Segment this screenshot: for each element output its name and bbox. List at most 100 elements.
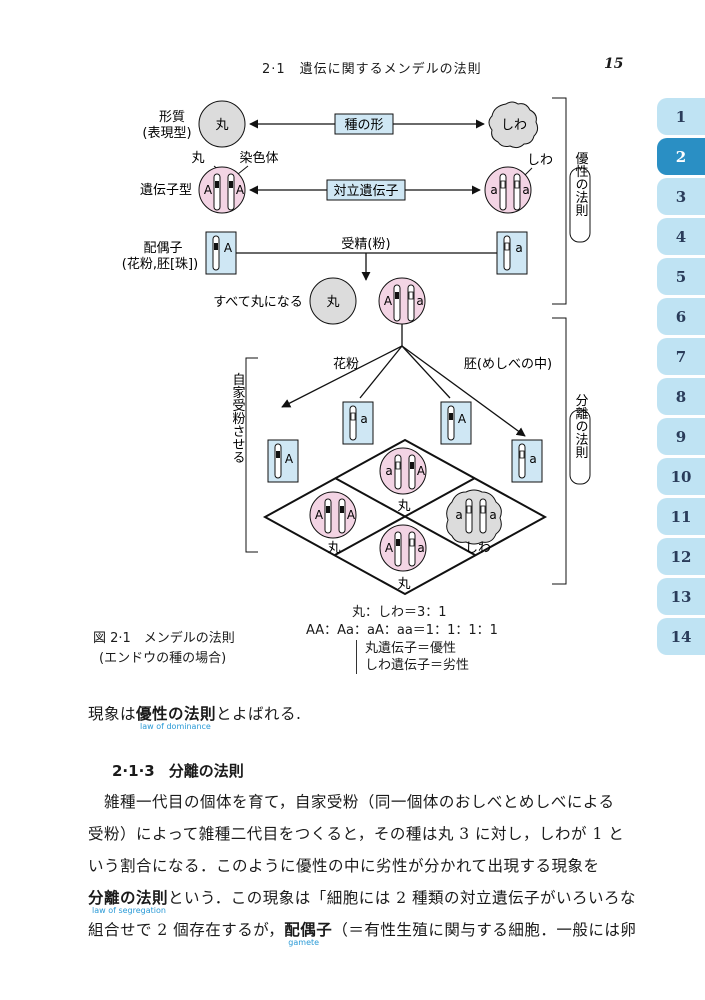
wrinkled-seed (488, 101, 539, 149)
round-seed (198, 100, 246, 148)
embryo-gamete-a (511, 439, 543, 483)
allele: A (224, 241, 233, 255)
all-round-label: すべて丸になる (213, 295, 303, 310)
pollen-label: 花粉 (333, 356, 359, 372)
allele-pair-label: 対立遺伝子 (333, 184, 398, 199)
running-head: 2·1 遺伝に関するメンデルの法則 (262, 62, 482, 77)
allele: A (385, 541, 394, 555)
segregation-law-vertical: 分離の法則 (573, 394, 589, 460)
wrinkled-seed-label: しわ (501, 118, 527, 133)
allele: A (236, 183, 245, 197)
ratio-genotype: AA：Aa：aA：aa＝1：1：1：1 (306, 623, 498, 638)
label-phenotype: 形質 (159, 110, 185, 125)
chapter-tab-10[interactable]: 10 (657, 458, 705, 495)
embryo-gamete-A (440, 401, 472, 445)
chapter-tab-12[interactable]: 12 (657, 538, 705, 575)
section-number: 2·1·3 (112, 762, 155, 780)
f2-wrinkled-label: しわ (465, 541, 491, 556)
chapter-tab-5[interactable]: 5 (657, 258, 705, 295)
paragraph-line: 雑種一代目の個体を育て，自家受粉（同一個体のおしべとめしべによる (88, 793, 615, 811)
allele: a (529, 452, 536, 466)
chapter-tab-13[interactable]: 13 (657, 578, 705, 615)
pollen-gamete-A (267, 439, 299, 483)
term-segregation-en: law of segregation (92, 906, 166, 915)
allele: A (384, 294, 393, 308)
label-phenotype-sub: (表現型) (142, 126, 191, 141)
dominance-legend: 丸遺伝子＝優性 しわ遺伝子＝劣性 (356, 640, 469, 674)
paragraph-line: 受粉）によって雑種二代目をつくると，その種は丸 3 に対し，しわが 1 と (88, 825, 625, 843)
chromosome-label: 染色体 (239, 150, 278, 166)
text: 組合せで 2 個存在するが， (88, 921, 285, 939)
chapter-tab-9[interactable]: 9 (657, 418, 705, 455)
f2-round-label: 丸 (327, 541, 340, 556)
allele: A (315, 508, 324, 522)
f1-round-label: 丸 (326, 295, 339, 310)
text: とよばれる. (216, 705, 302, 723)
chapter-tab-11[interactable]: 11 (657, 498, 705, 535)
f2-round-label: 丸 (397, 577, 410, 592)
allele: a (490, 183, 497, 197)
ratio-block: 丸：しわ＝3：1 AA：Aa：aA：aa＝1：1：1：1 (306, 604, 498, 640)
caption-title: 図 2·1 メンデルの法則 (93, 631, 235, 646)
round-seed-label: 丸 (215, 118, 228, 133)
chapter-tab-14[interactable]: 14 (657, 618, 705, 655)
allele: a (522, 183, 529, 197)
text: （＝有性生殖に関与する細胞．一般には卵 (332, 921, 637, 939)
chapter-tab-6[interactable]: 6 (657, 298, 705, 335)
allele: a (385, 464, 392, 478)
allele: A (347, 508, 356, 522)
mendel-figure: 形質 (表現型) 遺伝子型 配偶子 (花粉,胚[珠]) 丸 しわ 種の形 丸 染… (122, 97, 591, 596)
caption-subtitle: (エンドウの種の場合) (99, 651, 227, 666)
seed-shape-label: 種の形 (344, 117, 383, 133)
section-heading: 2·1·3 分離の法則 (112, 760, 244, 781)
paragraph-line: いう割合になる．このように優性の中に劣性が分かれて出現する現象を (88, 857, 600, 875)
allele: A (204, 183, 213, 197)
legend-recessive: しわ遺伝子＝劣性 (365, 658, 470, 673)
label-genotype: 遺伝子型 (140, 183, 192, 198)
allele: A (458, 412, 467, 426)
allele: a (489, 508, 496, 522)
dominance-law-vertical: 優性の法則 (573, 152, 589, 218)
fertilization-label: 受精(粉) (341, 237, 390, 252)
chapter-tab-2[interactable]: 2 (657, 138, 705, 175)
self-pollination-vertical: 自家受粉させる (230, 373, 246, 464)
label-gamete: 配偶子 (143, 241, 182, 256)
embryo-label: 胚(めしべの中) (464, 357, 552, 372)
pollen-gamete-a (342, 401, 374, 445)
gamete-a (496, 231, 528, 275)
round-label-top: 丸 (191, 151, 204, 166)
chapter-tab-7[interactable]: 7 (657, 338, 705, 375)
chapter-tab-4[interactable]: 4 (657, 218, 705, 255)
section-title: 分離の法則 (168, 762, 244, 780)
page-number: 15 (604, 56, 624, 72)
wrinkled-label-top: しわ (527, 153, 553, 168)
text: 現象は (88, 705, 137, 723)
f2-aa-wrinkled-cell (446, 489, 502, 545)
chapter-tab-1[interactable]: 1 (657, 98, 705, 135)
chapter-tab-8[interactable]: 8 (657, 378, 705, 415)
allele: a (360, 412, 367, 426)
allele: A (417, 464, 426, 478)
ratio-phenotype: 丸：しわ＝3：1 (352, 605, 447, 620)
term-gamete-en: gamete (288, 938, 320, 947)
gamete-A (205, 231, 237, 275)
allele: a (515, 241, 522, 255)
label-gamete-sub: (花粉,胚[珠]) (122, 256, 198, 272)
allele: a (455, 508, 462, 522)
text: という．この現象は「細胞には 2 種類の対立遺伝子がいろいろな (168, 889, 636, 907)
legend-dominant: 丸遺伝子＝優性 (365, 641, 457, 656)
f1-round-seed (309, 277, 357, 325)
allele: A (285, 452, 294, 466)
allele: a (416, 294, 423, 308)
allele: a (417, 541, 424, 555)
f2-round-label: 丸 (397, 499, 410, 514)
term-dominance-en: law of dominance (140, 722, 211, 731)
chapter-tab-3[interactable]: 3 (657, 178, 705, 215)
